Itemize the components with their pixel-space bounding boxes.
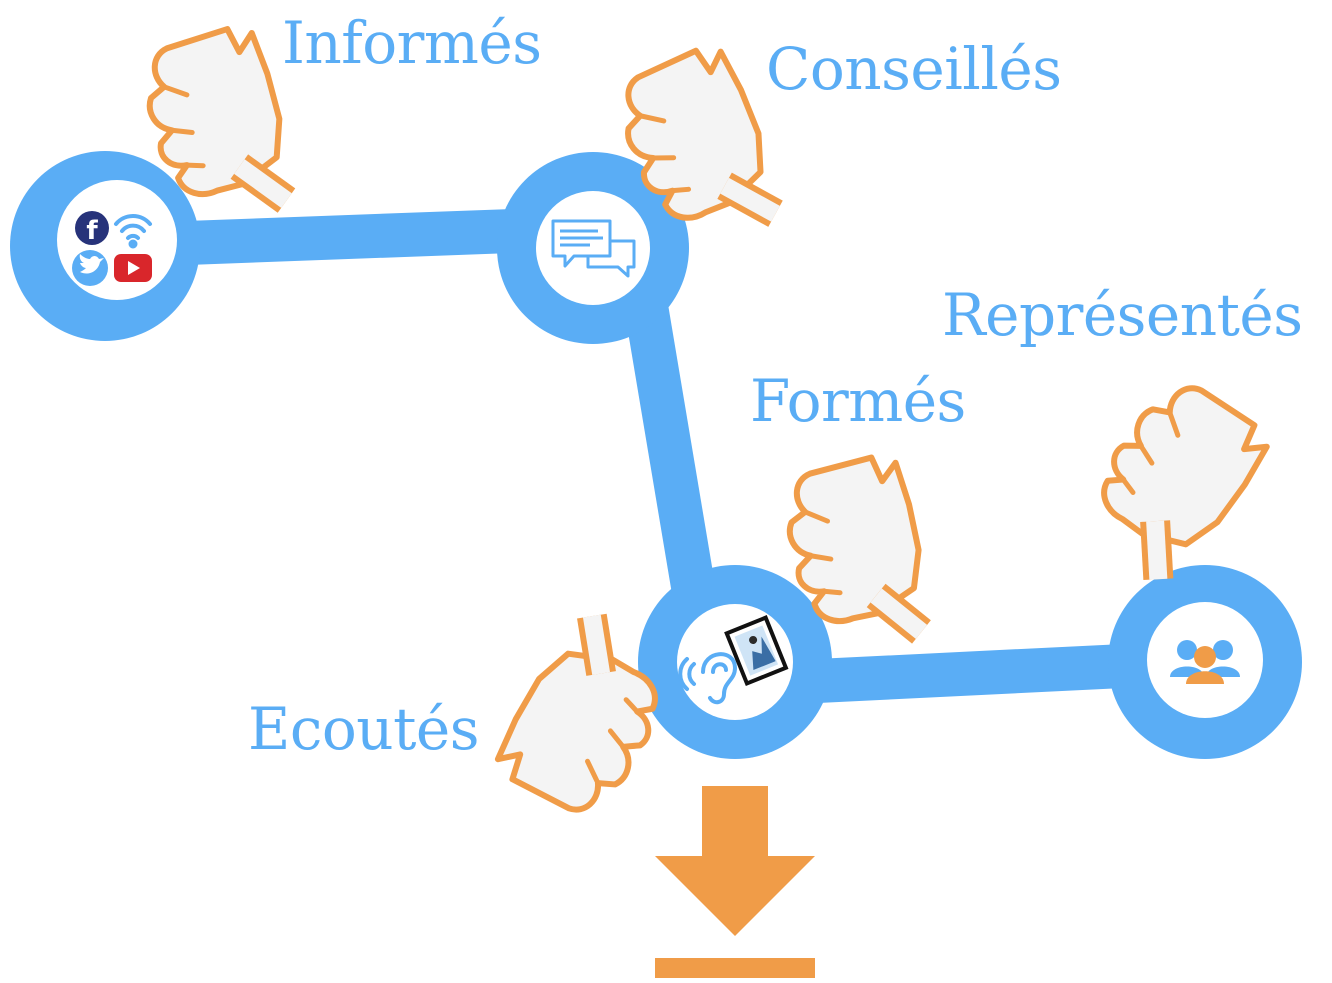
- pointing-hand-icon-representes: [1069, 365, 1285, 579]
- svg-text:f: f: [86, 216, 98, 246]
- node-representes: [1108, 565, 1302, 759]
- label-ecoutes: Ecoutés: [248, 695, 480, 763]
- node-informes: f: [10, 151, 200, 341]
- down-arrow-icon: [655, 786, 815, 978]
- label-informes: Informés: [282, 9, 542, 77]
- node-ecoutes: [638, 565, 832, 759]
- label-representes: Représentés: [942, 281, 1303, 349]
- wifi-icon: [114, 213, 152, 249]
- node-conseilles: [497, 152, 689, 344]
- label-conseilles: Conseillés: [766, 35, 1062, 103]
- chat-bubbles-icon: [551, 219, 636, 278]
- facebook-icon: f: [75, 211, 109, 246]
- ear-icon: [678, 652, 738, 705]
- label-formes: Formés: [750, 367, 966, 435]
- group-people-icon: [1170, 640, 1240, 684]
- youtube-icon: [114, 254, 152, 282]
- photo-frame-icon: [724, 615, 789, 687]
- twitter-icon: [72, 250, 108, 286]
- social-media-icons: f: [72, 211, 152, 286]
